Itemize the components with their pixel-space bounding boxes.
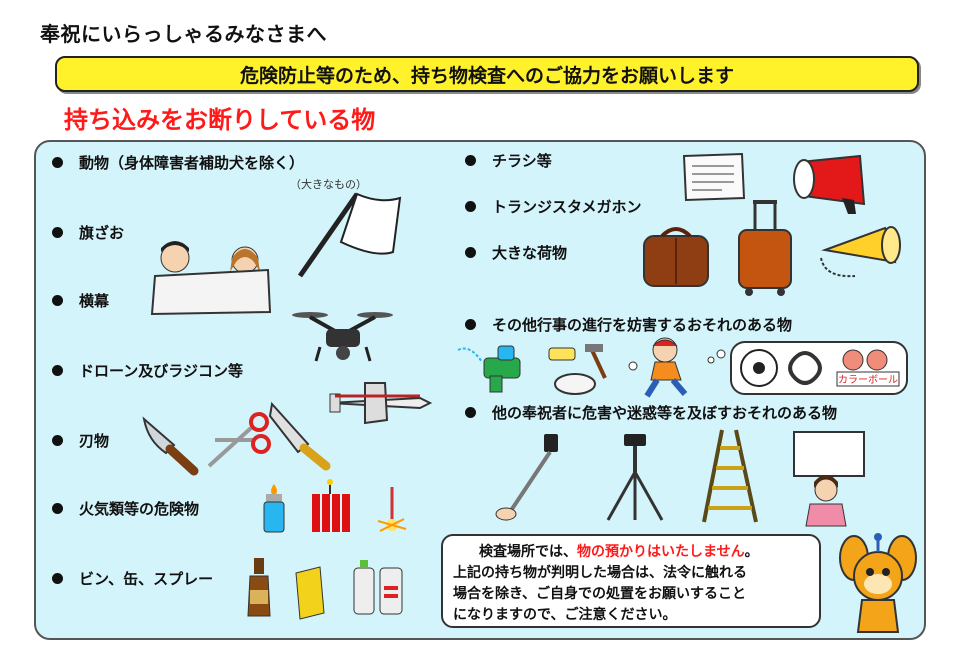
bullet-icon — [52, 365, 63, 376]
item-label: 他の奉祝者に危害や迷惑等を及ぼすおそれのある物 — [492, 404, 838, 422]
item-label: ビン、缶、スプレー — [79, 570, 214, 588]
notice-line-3: 場合を除き、ご自身での処置をお願いすること — [453, 586, 747, 602]
suitcase-icon — [738, 200, 792, 296]
bullet-icon — [52, 503, 63, 514]
bullet-icon — [52, 435, 63, 446]
rc-airplane-icon — [329, 382, 433, 425]
paint-tools-icon — [548, 344, 607, 395]
prohibited-heading: 持ち込みをお断りしている物 — [64, 106, 376, 134]
item-flagpole: 旗ざお — [52, 222, 124, 243]
ladder-icon — [702, 429, 758, 523]
item-label: 旗ざお — [79, 224, 125, 242]
item-flyers: チラシ等 — [465, 150, 552, 171]
item-large-luggage: 大きな荷物 — [465, 242, 567, 263]
item-fire-hazards: 火気類等の危険物 — [52, 498, 199, 519]
inspection-notice: 検査場所では、物の預かりはいたしません。 上記の持ち物が判明した場合は、法令に触… — [441, 534, 821, 628]
spray-can-icon — [353, 560, 403, 615]
item-label: 刃物 — [79, 432, 110, 450]
item-label: 火気類等の危険物 — [79, 500, 200, 518]
item-banner-cloth: 横幕 — [52, 290, 109, 311]
item-label: 横幕 — [79, 292, 110, 310]
bullet-icon — [465, 155, 476, 166]
notice-line-4: になりますので、ご注意ください。 — [453, 607, 677, 623]
item-harmful: 他の奉祝者に危害や迷惑等を及ぼすおそれのある物 — [465, 402, 837, 423]
item-disruptive: その他行事の進行を妨害するおそれのある物 — [465, 314, 792, 335]
sparkler-icon — [377, 487, 407, 532]
saw-icon — [268, 401, 331, 471]
bullet-icon — [465, 247, 476, 258]
bullet-icon — [52, 573, 63, 584]
bullet-icon — [465, 201, 476, 212]
bullet-icon — [465, 407, 476, 418]
flag-size-note: （大きなもの） — [290, 178, 367, 191]
item-bottles-cans: ビン、缶、スプレー — [52, 568, 213, 589]
greeting: 奉祝にいらっしゃるみなさまへ — [40, 22, 327, 46]
police-mascot-icon — [839, 533, 917, 633]
item-label: その他行事の進行を妨害するおそれのある物 — [492, 316, 793, 334]
bag-icon — [643, 227, 709, 287]
notice-highlight: 物の預かりはいたしません — [577, 544, 745, 560]
item-drone: ドローン及びラジコン等 — [52, 360, 243, 381]
notice-line-2: 上記の持ち物が判明した場合は、法令に触れる — [453, 565, 747, 581]
selfie-stick-icon — [495, 434, 558, 521]
item-label: トランジスタメガホン — [492, 198, 642, 216]
yellow-megaphone-icon — [820, 226, 901, 278]
bottle-icon — [247, 558, 271, 617]
item-label: 大きな荷物 — [492, 244, 568, 262]
item-megaphone: トランジスタメガホン — [465, 196, 642, 217]
bullet-icon — [465, 319, 476, 330]
lighter-icon — [263, 484, 285, 533]
item-label: チラシ等 — [492, 152, 552, 170]
item-label: ドローン及びラジコン等 — [79, 362, 243, 380]
drone-icon — [292, 312, 393, 362]
balls-bubble-icon: カラーボール — [707, 341, 908, 395]
dynamite-icon — [312, 479, 350, 532]
item-label: 動物（身体障害者補助犬を除く） — [79, 154, 305, 172]
people-banner-icon — [150, 241, 272, 316]
red-megaphone-icon — [793, 154, 866, 214]
request-banner: 危険防止等のため、持ち物検査へのご協力をお願いします — [55, 56, 919, 92]
scissors-icon — [207, 412, 271, 468]
bullet-icon — [52, 157, 63, 168]
tripod-icon — [606, 434, 664, 521]
running-child-icon — [628, 337, 688, 398]
bullet-icon — [52, 227, 63, 238]
color-ball-label: カラーボール — [838, 374, 898, 386]
can-icon — [295, 566, 325, 620]
notice-line-1: 検査場所では、物の預かりはいたしません。 — [479, 544, 759, 560]
flyer-icon — [682, 152, 746, 202]
item-blades: 刃物 — [52, 430, 109, 451]
knife-icon — [142, 416, 199, 476]
item-animals: 動物（身体障害者補助犬を除く） — [52, 152, 304, 173]
bullet-icon — [52, 295, 63, 306]
flag-icon — [297, 192, 402, 278]
placard-person-icon — [793, 431, 865, 527]
water-gun-icon — [457, 345, 521, 393]
